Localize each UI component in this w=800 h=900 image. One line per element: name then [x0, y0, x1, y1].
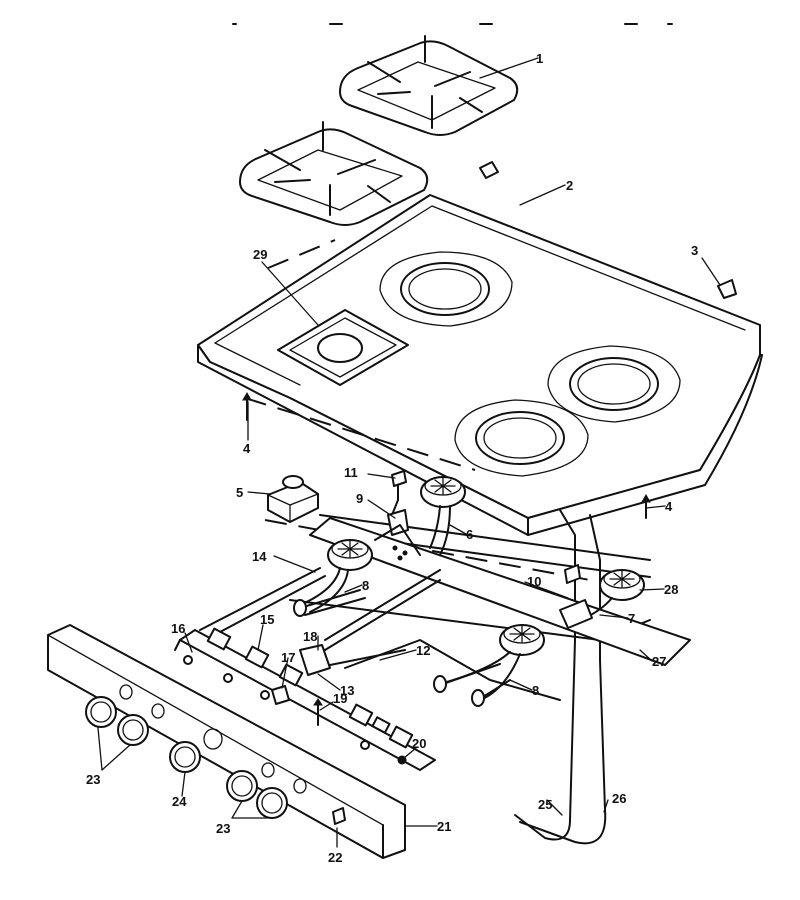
- callout-1: 1: [536, 51, 543, 66]
- panel-hole-3: [203, 728, 223, 750]
- callout-23-lower: 23: [216, 821, 230, 836]
- leader-lines: [97, 57, 721, 848]
- control-knobs: [85, 684, 346, 825]
- burner-front-left: [299, 539, 373, 613]
- callout-8-left: 8: [362, 578, 369, 593]
- callout-27: 27: [652, 654, 666, 669]
- pressure-regulator: [267, 475, 319, 523]
- callout-12: 12: [416, 643, 430, 658]
- panel-hole-5: [293, 778, 307, 794]
- callout-17: 17: [281, 650, 295, 665]
- screw-left: [242, 391, 252, 421]
- callout-5: 5: [236, 485, 243, 500]
- callout-9: 9: [356, 491, 363, 506]
- callout-7: 7: [628, 611, 635, 626]
- burner-opening-rear-right: [547, 345, 681, 423]
- callout-21: 21: [437, 819, 451, 834]
- callout-22: 22: [328, 850, 342, 865]
- callout-23-upper: 23: [86, 772, 100, 787]
- panel-switch: [332, 807, 346, 825]
- callout-24: 24: [172, 794, 187, 809]
- callout-11: 11: [344, 465, 358, 480]
- callout-25: 25: [538, 797, 552, 812]
- knob-5: [256, 787, 288, 819]
- panel-hole-4: [261, 762, 275, 778]
- valve-bracket: [271, 644, 331, 705]
- grate-clip-left: [479, 161, 499, 179]
- callout-16: 16: [171, 621, 185, 636]
- callout-28: 28: [664, 582, 678, 597]
- callout-26: 26: [612, 791, 626, 806]
- callout-20: 20: [412, 736, 426, 751]
- knob-3: [169, 741, 201, 773]
- gas-manifold-pipe: [174, 629, 561, 771]
- grate-rear: [339, 35, 519, 136]
- callout-8-right: 8: [532, 683, 539, 698]
- panel-hole-1: [119, 684, 133, 700]
- gas-valves: [183, 627, 414, 750]
- burner-rear-right: [579, 569, 645, 621]
- callout-10: 10: [527, 574, 541, 589]
- callout-14: 14: [252, 549, 267, 564]
- callout-18: 18: [303, 629, 317, 644]
- callout-15: 15: [260, 612, 274, 627]
- screw-right: [641, 493, 651, 519]
- bracket-screw: [313, 698, 323, 726]
- callout-6: 6: [466, 527, 473, 542]
- gas-supply-tubes: [514, 809, 607, 845]
- callout-4-right: 4: [665, 499, 673, 514]
- callout-labels: 1 2 3 4 4 5 6 7 8 8 9 10 11 12 13 14 15 …: [86, 51, 698, 865]
- callout-29: 29: [253, 247, 267, 262]
- callout-13: 13: [340, 683, 354, 698]
- knob-2: [117, 714, 149, 746]
- callout-2: 2: [566, 178, 573, 193]
- burner-cap-plate: [277, 309, 409, 386]
- callout-4-left: 4: [243, 441, 251, 456]
- burner-rear-left: [420, 476, 466, 556]
- callout-3: 3: [691, 243, 698, 258]
- panel-hole-2: [151, 703, 165, 719]
- igniter-parts: [374, 470, 593, 629]
- knob-1: [85, 696, 117, 728]
- burner-tubes: [199, 567, 511, 707]
- callout-19: 19: [333, 691, 347, 706]
- burner-opening-rear-left: [379, 251, 513, 327]
- grate-front: [239, 121, 429, 226]
- grate-clip-right: [717, 279, 737, 299]
- knob-4: [226, 770, 258, 802]
- burner-opening-front-right: [454, 399, 589, 477]
